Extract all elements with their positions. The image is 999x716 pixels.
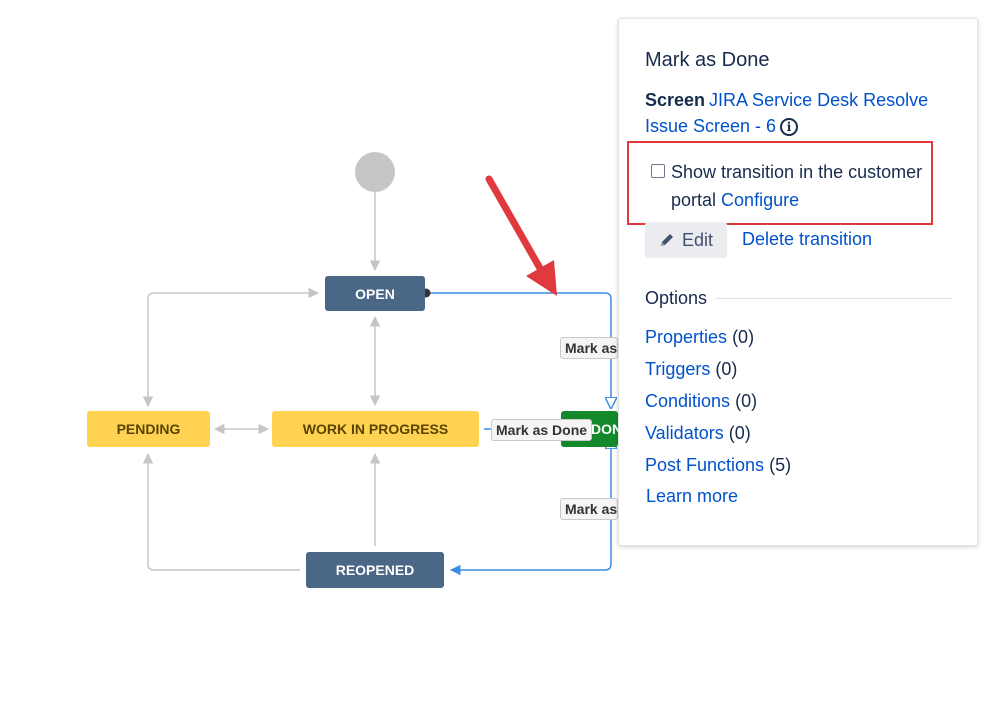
status-work-in-progress[interactable]: WORK IN PROGRESS bbox=[272, 411, 479, 447]
configure-link[interactable]: Configure bbox=[721, 190, 800, 210]
show-in-portal-checkbox[interactable] bbox=[651, 164, 665, 178]
option-link[interactable]: Validators bbox=[645, 423, 724, 443]
done-reopened-line bbox=[451, 438, 611, 570]
start-node bbox=[355, 152, 395, 192]
option-link[interactable]: Conditions bbox=[645, 391, 731, 411]
option-properties: Properties (0) bbox=[645, 326, 754, 348]
panel-title: Mark as Done bbox=[645, 49, 770, 71]
pencil-icon bbox=[660, 234, 673, 246]
option-post-functions: Post Functions (5) bbox=[645, 454, 791, 476]
option-validators: Validators (0) bbox=[645, 422, 751, 444]
screen-link[interactable]: JIRA Service Desk Resolve Issue Screen -… bbox=[645, 90, 929, 136]
open-done-line bbox=[427, 292, 611, 408]
status-reopened[interactable]: REOPENED bbox=[306, 552, 444, 588]
option-link[interactable]: Triggers bbox=[645, 359, 711, 379]
option-count: (0) bbox=[728, 423, 751, 443]
option-link[interactable]: Post Functions bbox=[645, 455, 765, 475]
options-divider bbox=[715, 298, 953, 299]
info-icon[interactable]: i bbox=[780, 118, 799, 136]
show-in-portal-label: Show transition in the customer portal C… bbox=[671, 158, 933, 214]
option-count: (0) bbox=[735, 391, 758, 411]
edit-button-label: Edit bbox=[681, 229, 714, 250]
option-link[interactable]: Properties bbox=[645, 327, 728, 347]
learn-more-link[interactable]: Learn more bbox=[646, 486, 739, 506]
option-triggers: Triggers (0) bbox=[645, 358, 737, 380]
options-heading: Options bbox=[645, 288, 708, 308]
status-open[interactable]: OPEN bbox=[325, 276, 425, 311]
option-count: (0) bbox=[732, 327, 755, 347]
option-count: (0) bbox=[715, 359, 738, 379]
edit-button[interactable]: Edit bbox=[645, 222, 727, 258]
transition-label-bottom[interactable]: Mark as Done bbox=[560, 498, 618, 520]
pending-open-line bbox=[142, 287, 320, 408]
status-pending[interactable]: PENDING bbox=[87, 411, 210, 447]
screen-label: Screen bbox=[645, 90, 706, 110]
reopened-pending-line bbox=[142, 452, 300, 571]
annotation-highlight-box bbox=[627, 141, 933, 225]
transition-label-middle[interactable]: Mark as Done bbox=[491, 419, 593, 441]
option-conditions: Conditions (0) bbox=[645, 390, 757, 412]
transition-label-top[interactable]: Mark as Done bbox=[560, 337, 618, 359]
option-count: (5) bbox=[769, 455, 792, 475]
delete-transition-link[interactable]: Delete transition bbox=[742, 229, 873, 249]
checkbox-label-text[interactable]: Show transition in the customer portal bbox=[671, 162, 923, 210]
